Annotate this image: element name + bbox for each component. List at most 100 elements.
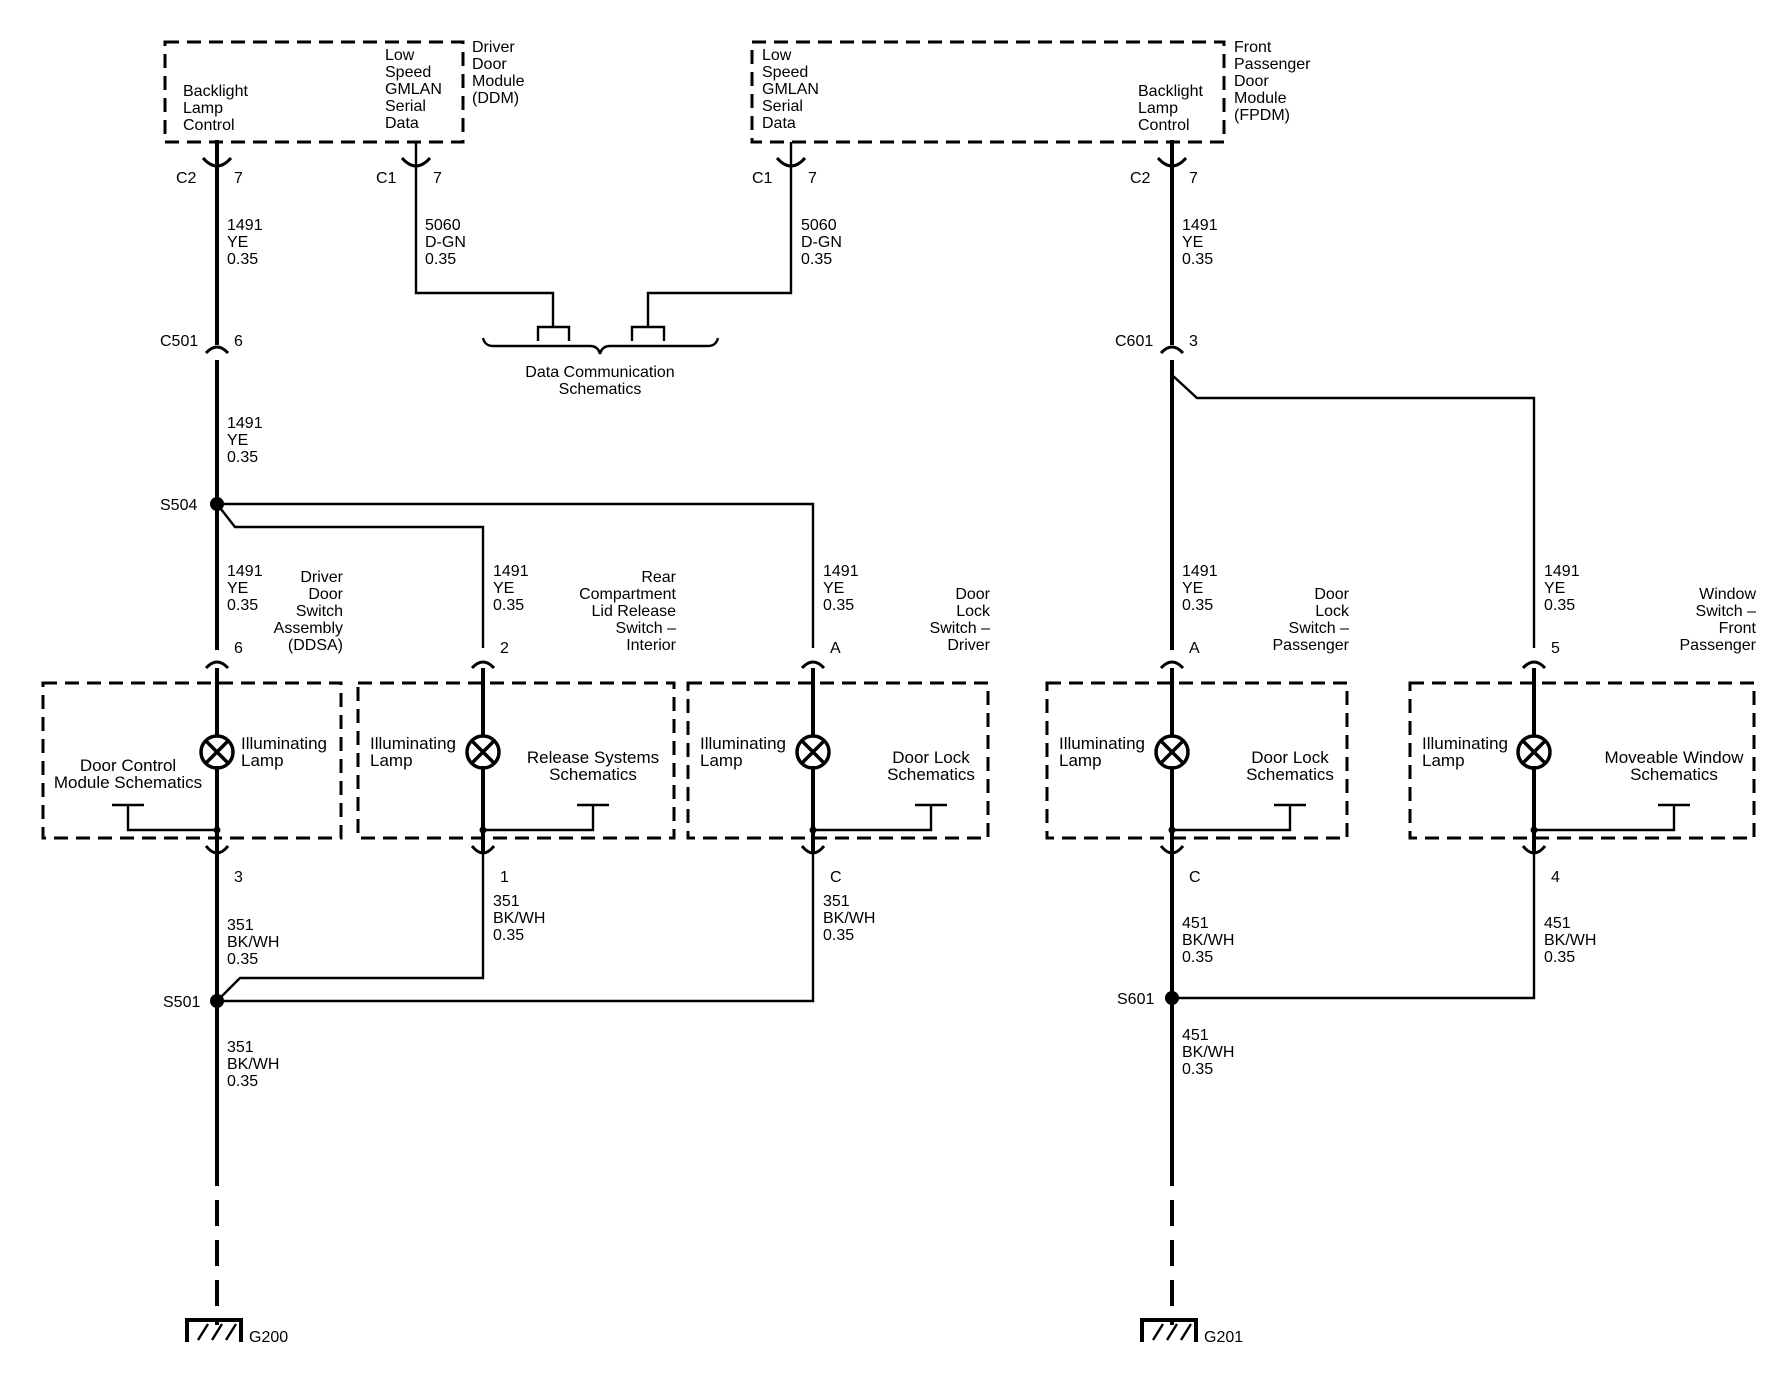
rear-pin-in-label: 2	[500, 640, 509, 657]
win-pin-out-label: 4	[1551, 869, 1560, 886]
wire-from-win	[1172, 836, 1536, 1000]
rear-ref-node	[479, 826, 487, 834]
g201-ground-symbol	[1140, 1318, 1198, 1342]
fpdm-c2-conn-label: C2	[1130, 170, 1151, 187]
win-ref-stub	[1534, 803, 1690, 832]
wire-from-dls	[217, 836, 815, 1003]
dlp-pin-in-label: A	[1189, 640, 1200, 657]
dls-lamp-cross	[800, 739, 826, 765]
win-in-connector	[1521, 660, 1547, 670]
dls-ref-stub	[813, 803, 947, 832]
wire-from-rear	[216, 836, 485, 1002]
ddm-c1-conn-label: C1	[376, 170, 397, 187]
dlp-in-connector	[1159, 660, 1185, 670]
ddsa-in-connector	[204, 660, 230, 670]
fpdm-c1-pin-label: 7	[808, 170, 817, 187]
g201-label: G201	[1204, 1329, 1243, 1346]
ddm-c2-pin-label: 7	[234, 170, 243, 187]
c601-conn-label: C601	[1115, 333, 1153, 350]
c601-pin-label: 3	[1189, 333, 1198, 350]
c501-pin-label: 6	[234, 333, 243, 350]
fpdm-c1-conn-label: C1	[752, 170, 773, 187]
win-pin-in-label: 5	[1551, 640, 1560, 657]
dls-in-connector	[800, 660, 826, 670]
c601-connector	[1159, 345, 1185, 355]
ddsa-ref-node	[213, 826, 221, 834]
dlp-ref-stub	[1172, 803, 1306, 832]
rear-pin-out-label: 1	[500, 869, 509, 886]
wire-to-dls	[217, 502, 815, 648]
fpdm-c2-pin-label: 7	[1189, 170, 1198, 187]
dls-pin-in-label: A	[830, 640, 841, 657]
dlp-box	[1045, 681, 1349, 840]
ddsa-pin-in-label: 6	[234, 640, 243, 657]
dls-pin-out-label: C	[830, 869, 842, 886]
dls-ref-node	[809, 826, 817, 834]
c501-conn-label: C501	[160, 333, 198, 350]
wire-to-win	[1171, 374, 1536, 648]
ddsa-pin-out-label: 3	[234, 869, 243, 886]
rear-in-connector	[470, 660, 496, 670]
dlp-pin-out-label: C	[1189, 869, 1201, 886]
data-comm-brace	[481, 337, 720, 355]
dls-box	[686, 681, 990, 840]
win-ref-node	[1530, 826, 1538, 834]
win-box	[1408, 681, 1756, 840]
dlp-lamp-cross	[1159, 739, 1185, 765]
rear-lamp-cross	[470, 739, 496, 765]
rear-box	[356, 681, 676, 840]
data-comm-ref-right	[630, 325, 666, 341]
s501-label: S501	[163, 994, 200, 1011]
fpdm-data-wire	[646, 166, 793, 327]
wire-to-rear	[216, 503, 485, 648]
rear-ref-stub	[483, 803, 609, 832]
s601-label: S601	[1117, 991, 1154, 1008]
data-comm-ref-left	[536, 325, 571, 341]
ddm-c1-pin-label: 7	[433, 170, 442, 187]
ddm-c2-conn-label: C2	[176, 170, 197, 187]
win-lamp-cross	[1521, 739, 1547, 765]
ddsa-lamp-cross	[204, 739, 230, 765]
ddm-data-wire	[414, 166, 555, 327]
